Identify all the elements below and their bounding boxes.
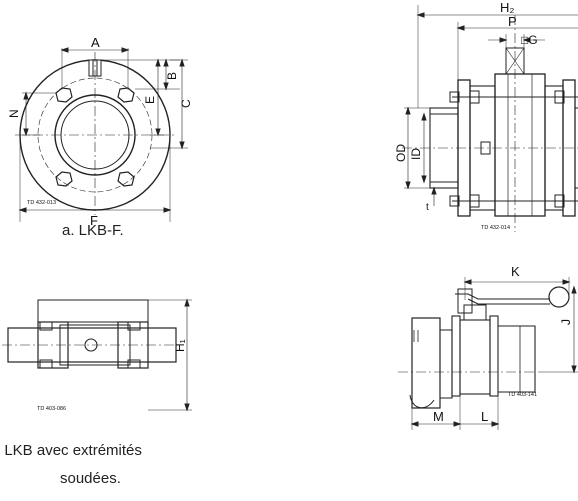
dim-h1-label: H₁ xyxy=(173,339,187,352)
dim-b-label: B xyxy=(165,72,179,80)
flange-side-section: H₂ P □G OD ID t TD 432-014 xyxy=(394,0,578,232)
dim-g-label: □G xyxy=(521,33,538,47)
welded-ends-view: H₁ TD 403-086 xyxy=(2,298,192,412)
dim-t-label: t xyxy=(426,202,429,213)
caption-welded-line2: soudées. xyxy=(60,470,121,487)
dim-a-label: A xyxy=(91,35,100,50)
dim-od-label: OD xyxy=(394,144,408,162)
ref-handle-label: TD 403-141 xyxy=(508,392,537,398)
dim-c-label: C xyxy=(179,99,193,108)
valve-handle-view: K J M L TD 403-141 xyxy=(398,264,578,430)
dim-n-label: N xyxy=(7,109,21,118)
ref-side-label: TD 432-014 xyxy=(481,225,510,231)
ref-welded-label: TD 403-086 xyxy=(37,406,66,412)
flange-front-view: A F N B E C TD 432-013 xyxy=(7,35,193,228)
dim-id-label: ID xyxy=(409,148,423,160)
dim-p-label: P xyxy=(508,14,517,29)
caption-lkb-f: a. LKB-F. xyxy=(62,222,124,239)
dim-m-label: M xyxy=(433,409,444,424)
dim-k-label: K xyxy=(511,264,520,279)
caption-welded-line1: . LKB avec extrémités xyxy=(0,442,142,459)
dim-e-label: E xyxy=(143,96,157,104)
dim-j-label: J xyxy=(559,319,573,325)
dim-h2-label: H₂ xyxy=(500,0,514,15)
dim-l-label: L xyxy=(481,409,488,424)
dim-f-label: F xyxy=(90,213,98,228)
ref-front-label: TD 432-013 xyxy=(27,200,56,206)
